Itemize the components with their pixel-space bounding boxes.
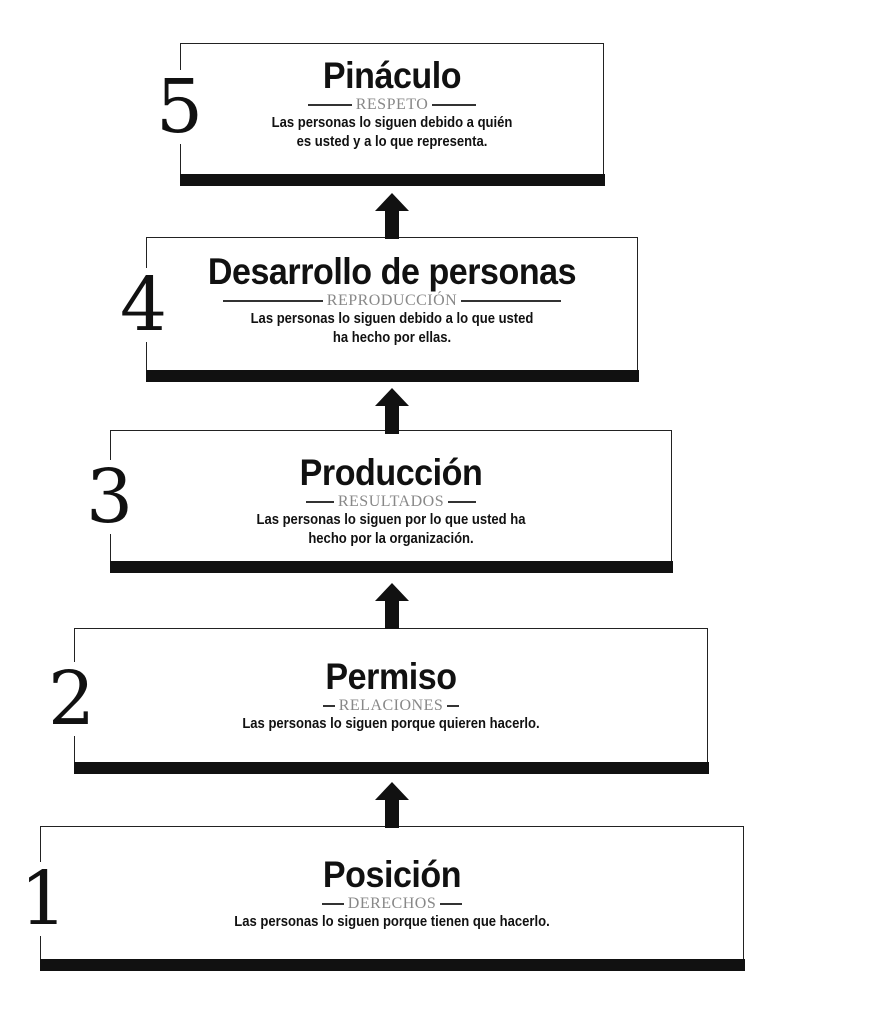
divider <box>461 300 562 302</box>
level-number: 4 <box>118 262 170 348</box>
level-title: Desarrollo de personas <box>207 251 577 292</box>
level-title: Pináculo <box>322 55 462 96</box>
level-keyword: RESPETO <box>181 96 603 114</box>
bottom-bar <box>39 959 745 971</box>
keyword-text: RELACIONES <box>338 697 444 714</box>
bottom-bar <box>179 174 605 186</box>
level-3-box: Producción RESULTADOS Las personas lo si… <box>109 430 673 573</box>
divider <box>322 705 335 707</box>
level-title: Producción <box>299 452 483 493</box>
keyword-text: RESPETO <box>355 96 429 113</box>
level-4-box: Desarrollo de personas REPRODUCCIÓN Las … <box>145 237 639 382</box>
level-number: 1 <box>18 856 70 942</box>
keyword-text: REPRODUCCIÓN <box>326 292 458 309</box>
up-arrow-icon <box>375 193 409 239</box>
divider <box>447 705 460 707</box>
divider <box>321 903 344 905</box>
up-arrow-icon <box>375 388 409 434</box>
divider <box>432 104 477 106</box>
level-title: Permiso <box>325 656 457 697</box>
divider <box>307 104 352 106</box>
level-keyword: RESULTADOS <box>111 493 671 511</box>
level-description-line: Las personas lo siguen por lo que usted … <box>256 512 526 528</box>
level-1-box: Posición DERECHOS Las personas lo siguen… <box>39 826 745 971</box>
divider <box>448 501 477 503</box>
bottom-bar <box>73 762 709 774</box>
divider <box>222 300 323 302</box>
up-arrow-icon <box>375 583 409 629</box>
level-title: Posición <box>322 854 462 895</box>
level-5-box: Pináculo RESPETO Las personas lo siguen … <box>179 43 605 186</box>
level-description-line: Las personas lo siguen porque tienen que… <box>234 914 550 930</box>
keyword-text: DERECHOS <box>347 895 437 912</box>
bottom-bar <box>109 561 673 573</box>
level-keyword: DERECHOS <box>41 895 743 913</box>
level-description-line: Las personas lo siguen porque quieren ha… <box>242 716 540 732</box>
divider <box>440 903 463 905</box>
level-number: 3 <box>84 454 136 540</box>
level-number: 2 <box>46 656 98 742</box>
divider <box>305 501 334 503</box>
up-arrow-icon <box>375 782 409 828</box>
level-keyword: REPRODUCCIÓN <box>147 292 637 310</box>
bottom-bar <box>145 370 639 382</box>
level-2-box: Permiso RELACIONES Las personas lo sigue… <box>73 628 709 774</box>
level-description-line: Las personas lo siguen debido a quién <box>271 115 513 131</box>
level-number: 5 <box>154 64 206 150</box>
level-description-line: ha hecho por ellas. <box>332 330 452 346</box>
level-description-line: hecho por la organización. <box>308 531 474 547</box>
level-keyword: RELACIONES <box>75 697 707 715</box>
level-description-line: Las personas lo siguen debido a lo que u… <box>250 311 534 327</box>
keyword-text: RESULTADOS <box>337 493 445 510</box>
level-description-line: es usted y a lo que representa. <box>296 134 488 150</box>
